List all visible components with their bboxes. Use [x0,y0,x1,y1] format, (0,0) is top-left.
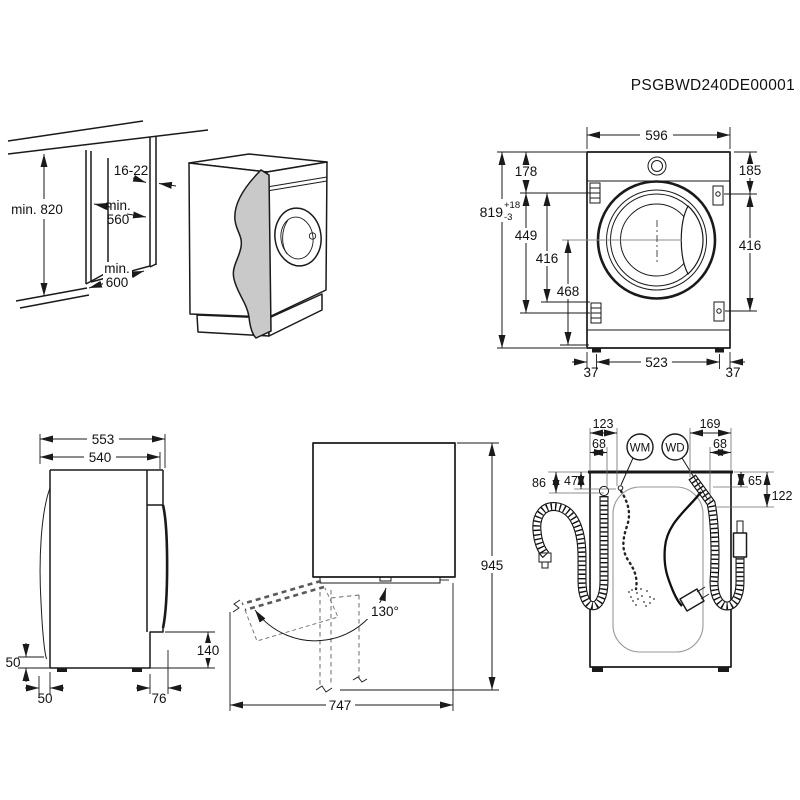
rear-bulge [39,487,51,660]
dim-foot-span: 523 [645,355,668,370]
foot-left [592,667,603,672]
wm-label: WM [630,443,650,455]
dim-edge-to-foot-left: 37 [583,365,598,380]
wd-balloon: WD [661,433,709,501]
dim-center-to-bottom: 468 [557,284,580,299]
dimensions: 553 540 50 50 76 140 [5,432,222,706]
dim-top-to-bracket: 185 [739,163,762,178]
dim-hose-from-top: 65 [748,474,762,488]
door-handle [308,232,317,240]
dim-door-angle: 130° [371,604,399,619]
inlet-circle-outer [647,156,667,176]
dim-width: 596 [645,128,668,143]
inlet-circle-inner [651,160,663,172]
dimensions: min. 820 16-22 min. 560 min. 600 [8,154,177,296]
side-view: 553 540 50 50 76 140 [5,432,222,706]
foot-right [718,667,729,672]
door-swing-view: 130° 945 747 [229,442,508,713]
door-glass-highlight [680,205,704,275]
bracket-lower-right [713,301,725,322]
dim-drain-from-left: 68 [592,437,606,451]
dim-depth-door-open: 945 [481,558,504,573]
power-plug [679,588,705,612]
door-latch [379,576,392,582]
dim-rear-clearance-height: 50 [5,655,20,670]
dim-depth-body: 540 [89,450,112,465]
dim-min-width-1: min. [105,198,131,213]
wd-label: WD [665,443,684,455]
dim-hose-from-right: 68 [713,437,727,451]
dim-drain-from-top: 86 [532,476,546,490]
dim-depth-with-door: 553 [92,432,115,447]
dim-swing-clearance: 747 [329,698,352,713]
spray-dots [628,588,655,607]
machine-perspective [188,153,328,339]
decor-panel [232,169,272,339]
dim-min-height: min. 820 [11,202,63,217]
dim-hinge-hole-span: 416 [536,251,559,266]
door-glass-reflection [282,219,289,255]
dim-wm-from-left: 123 [593,417,614,431]
installation-view: min. 820 16-22 min. 560 min. 600 [7,120,328,339]
power-cord [663,491,710,612]
cabinet-outline [7,120,209,309]
dim-wm-from-top: 47 [564,474,578,488]
door-outer-ring [274,207,322,267]
document-code: PSGBWD240DE00001 [631,77,795,94]
dim-door-protrusion: 76 [151,691,166,706]
dim-min-width-2: 560 [107,212,130,227]
wm-balloon: WM [617,433,654,491]
dim-panel-thickness: 16-22 [114,163,149,178]
dimensions: 596 819 +18 -3 178 449 416 [478,127,764,380]
foot-rear [57,668,67,672]
drain-hose [537,485,610,605]
machine-side-outline [39,469,169,672]
wm-dashed-hose [619,489,655,607]
dim-height: 819 [480,204,504,220]
dim-edge-to-foot-right: 37 [725,365,740,380]
foot-left [592,348,601,353]
dim-rear-clearance-depth: 50 [37,691,52,706]
dim-top-to-hinge: 178 [515,164,538,179]
dim-recess-height: 140 [197,643,220,658]
bracket-upper-right [712,185,724,206]
rear-inner-panel [612,486,704,653]
wd-hose [692,477,748,606]
dimensions: 945 747 [229,442,508,713]
dim-height-tol-minus: -3 [504,212,512,223]
foot-front [132,668,142,672]
drain-hose-connector [598,485,610,497]
machine-front-outline [586,151,731,349]
front-view: 596 819 +18 -3 178 449 416 [478,127,764,380]
door-inner-ring [280,216,314,260]
dim-height-tol-plus: +18 [504,200,520,211]
dim-hinge-span: 449 [515,228,538,243]
dim-bracket-span: 416 [739,238,762,253]
hinge-lower-left [590,302,602,324]
foot-right [715,348,724,353]
dim-wd-from-top: 122 [772,489,793,503]
dim-wd-from-right: 169 [700,417,721,431]
dim-min-depth-2: 600 [106,275,129,290]
rear-view: WM WD 123 68 169 68 86 47 65 122 [532,417,792,672]
dim-min-depth-1: min. [104,261,130,276]
dimensions: 123 68 169 68 86 47 65 122 [532,417,793,508]
